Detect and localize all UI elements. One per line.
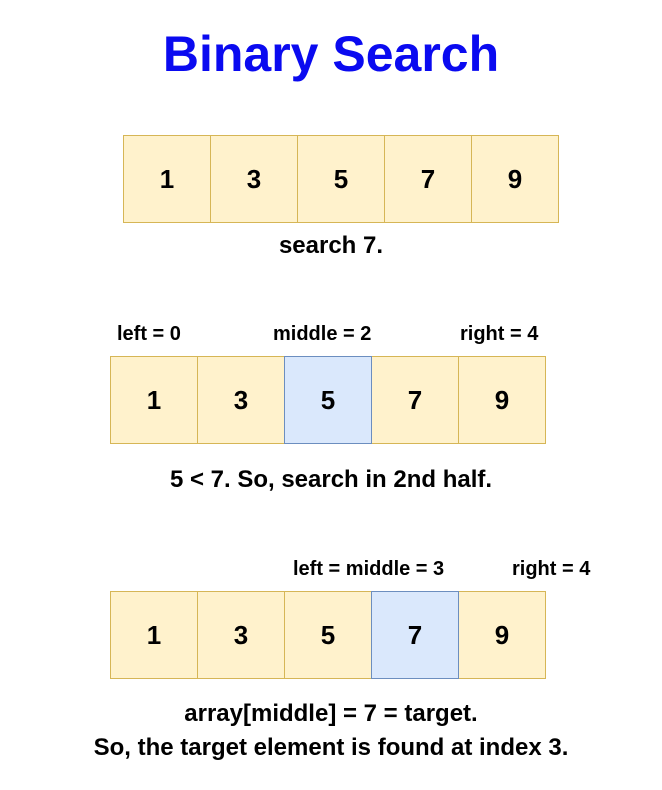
array-step-2: 1 3 5 7 9 [110, 356, 546, 444]
step-3-caption-line-2: So, the target element is found at index… [93, 734, 569, 761]
left-pointer-label: left = 0 [117, 323, 181, 345]
array-step-3: 1 3 5 7 9 [110, 591, 546, 679]
array-cell: 3 [210, 135, 298, 223]
array-cell: 5 [284, 591, 372, 679]
step-1-caption: search 7. [278, 232, 384, 259]
right-pointer-label: right = 4 [512, 558, 591, 580]
right-pointer-label: right = 4 [460, 323, 539, 345]
array-cell: 3 [197, 591, 285, 679]
array-cell: 3 [197, 356, 285, 444]
middle-pointer-label: middle = 2 [273, 323, 372, 345]
left-middle-pointer-label: left = middle = 3 [293, 558, 445, 580]
middle-cell: 5 [284, 356, 372, 444]
array-cell: 1 [110, 356, 198, 444]
array-cell: 9 [458, 356, 546, 444]
array-cell: 1 [123, 135, 211, 223]
array-cell: 5 [297, 135, 385, 223]
array-cell: 9 [458, 591, 546, 679]
step-3-caption-line-1: array[middle] = 7 = target. [184, 700, 478, 727]
array-cell: 1 [110, 591, 198, 679]
array-cell: 7 [371, 356, 459, 444]
array-step-1: 1 3 5 7 9 [123, 135, 559, 223]
diagram-title: Binary Search [162, 26, 500, 82]
array-cell: 7 [384, 135, 472, 223]
array-cell: 9 [471, 135, 559, 223]
middle-cell: 7 [371, 591, 459, 679]
step-2-caption: 5 < 7. So, search in 2nd half. [169, 466, 493, 493]
